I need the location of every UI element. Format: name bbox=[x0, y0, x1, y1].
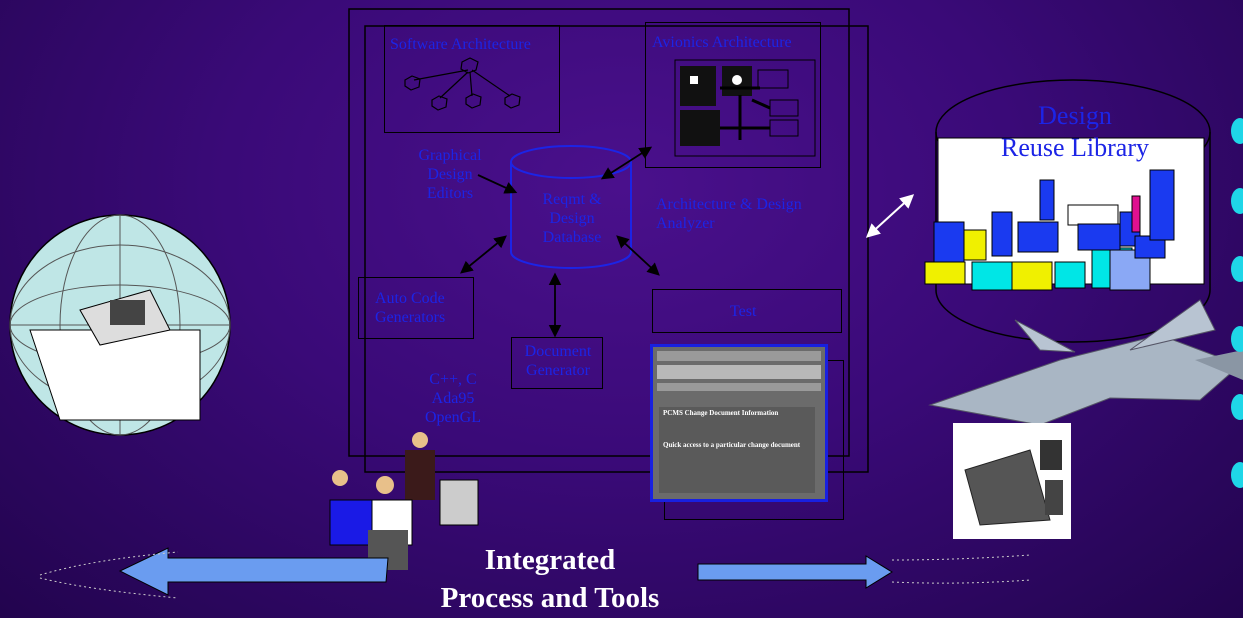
simulator-cockpit-icon bbox=[964, 440, 1063, 526]
software-architecture-label: Software Architecture bbox=[390, 36, 531, 53]
left-big-arrow bbox=[118, 547, 389, 596]
software-architecture-box bbox=[384, 25, 560, 133]
avionics-architecture-box bbox=[645, 22, 821, 168]
library-blocks-icon bbox=[924, 169, 1175, 291]
globe-simulator-icon bbox=[9, 214, 231, 436]
bullet-1 bbox=[1231, 118, 1243, 144]
screen-subheading: Quick access to a particular change docu… bbox=[663, 441, 801, 449]
bullet-5 bbox=[1231, 394, 1243, 420]
auto-code-box bbox=[358, 277, 474, 339]
fighter-jet-icon bbox=[928, 299, 1243, 426]
test-box bbox=[652, 289, 842, 333]
outer-frame bbox=[348, 8, 850, 457]
avionics-board-icon bbox=[674, 59, 816, 157]
inner-frame bbox=[364, 25, 869, 473]
bullet-2 bbox=[1231, 188, 1243, 214]
footer-title-line2: Process and Tools bbox=[440, 582, 660, 614]
avionics-architecture-label: Avionics Architecture bbox=[652, 34, 792, 51]
screen-document-area: PCMS Change Document Information Quick a… bbox=[659, 407, 815, 493]
bullet-6 bbox=[1231, 462, 1243, 488]
library-link-arrow bbox=[865, 194, 915, 238]
right-big-arrow bbox=[697, 555, 893, 589]
bullet-3 bbox=[1231, 256, 1243, 282]
document-generator-box bbox=[511, 337, 603, 389]
footer-title-line1: Integrated bbox=[484, 544, 616, 576]
screen-heading: PCMS Change Document Information bbox=[663, 409, 779, 417]
document-screen: PCMS Change Document Information Quick a… bbox=[650, 344, 828, 502]
engineers-at-workstation-icon bbox=[329, 432, 479, 570]
software-graph-icon bbox=[404, 57, 521, 111]
test-label: Test bbox=[730, 303, 757, 320]
bullet-4 bbox=[1231, 326, 1243, 352]
